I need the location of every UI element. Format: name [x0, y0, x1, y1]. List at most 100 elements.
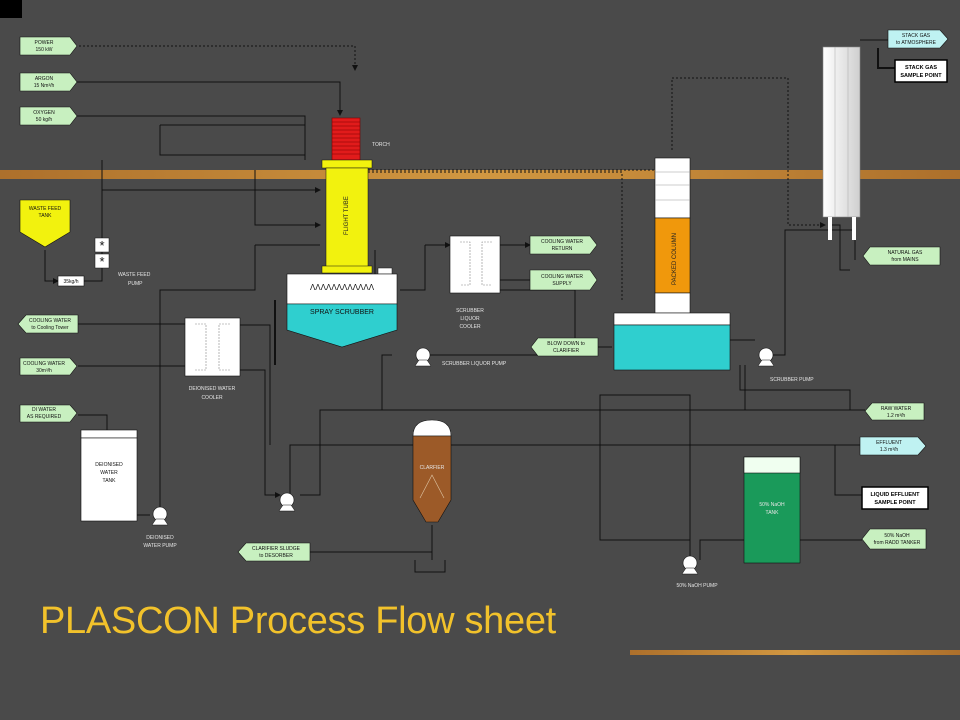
svg-text:CLARFIER: CLARFIER — [420, 465, 445, 471]
scrubber-liquor-pump: SCRUBBER LIQUOR PUMP — [414, 347, 507, 367]
input-cooling-water: COOLING WATER 30m³/h — [19, 357, 78, 376]
svg-text:OXYGEN: OXYGEN — [33, 110, 55, 116]
decorative-band-bottom — [630, 650, 960, 655]
output-cooling-water: COOLING WATER to Cooling Tower — [17, 314, 79, 334]
svg-text:NATURAL GAS: NATURAL GAS — [888, 250, 923, 256]
svg-text:50% NaOH: 50% NaOH — [759, 502, 785, 508]
svg-text:to ATMOSPHERE: to ATMOSPHERE — [896, 40, 937, 46]
svg-text:COOLER: COOLER — [459, 324, 481, 330]
torch: TORCH — [331, 117, 390, 161]
waste-feed-tank: WASTE FEED TANK — [19, 199, 71, 248]
corner-block — [0, 0, 22, 18]
output-effluent: EFFLUENT 1.3 m³/h — [859, 436, 927, 456]
svg-text:CLARIFIER SLUDGE: CLARIFIER SLUDGE — [252, 546, 301, 552]
deionised-water-cooler: DEIONISED WATER COOLER — [184, 317, 241, 401]
input-natural-gas: NATURAL GAS from MAINS — [862, 246, 941, 266]
svg-text:SCRUBBER PUMP: SCRUBBER PUMP — [770, 377, 814, 383]
decorative-band-top — [0, 170, 960, 179]
svg-text:LIQUOR: LIQUOR — [460, 316, 480, 322]
recycle-pump — [278, 492, 296, 512]
svg-text:150 kW: 150 kW — [36, 47, 53, 53]
svg-text:1.2 m³/h: 1.2 m³/h — [887, 413, 906, 419]
scrubber-liquor-cooler: SCRUBBER LIQUOR COOLER — [449, 235, 501, 330]
svg-text:to DESORBER: to DESORBER — [259, 553, 293, 559]
svg-text:ΛΛΛΛΛΛΛΛΛΛΛΛ: ΛΛΛΛΛΛΛΛΛΛΛΛ — [310, 283, 375, 292]
svg-text:SAMPLE POINT: SAMPLE POINT — [900, 73, 942, 79]
svg-text:to Cooling Tower: to Cooling Tower — [31, 325, 68, 331]
svg-text:WASTE FEED: WASTE FEED — [118, 272, 151, 278]
output-cooling-water-return: COOLING WATER RETURN — [529, 235, 598, 255]
packed-column: PACKED COLUMN — [613, 157, 731, 371]
naoh-pump: 50% NaOH PUMP — [676, 555, 718, 589]
waste-rate-box: 35kg/h — [57, 275, 85, 287]
svg-text:TORCH: TORCH — [372, 142, 390, 148]
svg-text:WATER PUMP: WATER PUMP — [143, 543, 177, 549]
clarifier: CLARFIER — [412, 419, 452, 523]
svg-text:CLARIFIER: CLARIFIER — [553, 348, 580, 354]
svg-text:WASTE FEED: WASTE FEED — [29, 206, 62, 212]
input-raw-water: RAW WATER 1.2 m³/h — [864, 402, 925, 421]
svg-text:50% NaOH: 50% NaOH — [884, 533, 910, 539]
output-blow-down: BLOW DOWN to CLARIFIER — [530, 337, 599, 357]
input-oxygen: OXYGEN 50 kg/h — [19, 106, 78, 126]
svg-text:TANK: TANK — [103, 478, 117, 484]
svg-text:RAW WATER: RAW WATER — [881, 406, 912, 412]
input-cooling-water-supply: COOLING WATER SUPPLY — [529, 269, 598, 291]
input-naoh-supply: 50% NaOH from RADD TANKER — [861, 528, 927, 550]
waste-feed-pump: * * WASTE FEED PUMP — [94, 237, 151, 287]
stack-gas-sample-point: STACK GAS SAMPLE POINT — [877, 48, 948, 83]
svg-text:DEIONISED: DEIONISED — [146, 535, 174, 541]
svg-text:COOLING WATER: COOLING WATER — [541, 274, 583, 280]
output-clarifier-sludge: CLARIFIER SLUDGE to DESORBER — [237, 542, 311, 562]
svg-text:STACK GAS: STACK GAS — [902, 33, 931, 39]
svg-text:EFFLUENT: EFFLUENT — [876, 440, 902, 446]
input-power: POWER 150 kW — [19, 36, 78, 56]
svg-text:PUMP: PUMP — [128, 281, 143, 287]
svg-text:15 Nm³/h: 15 Nm³/h — [34, 83, 55, 89]
svg-text:50% NaOH PUMP: 50% NaOH PUMP — [676, 583, 718, 589]
svg-text:PACKED COLUMN: PACKED COLUMN — [672, 233, 678, 285]
slide-title: PLASCON Process Flow sheet — [40, 600, 556, 642]
svg-text:SCRUBBER: SCRUBBER — [456, 308, 484, 314]
svg-text:COOLING WATER: COOLING WATER — [541, 239, 583, 245]
svg-text:*: * — [99, 238, 104, 253]
spray-scrubber: ΛΛΛΛΛΛΛΛΛΛΛΛ SPRAY SCRUBBER — [286, 267, 398, 348]
svg-text:from RADD TANKER: from RADD TANKER — [874, 540, 921, 546]
piping — [44, 45, 865, 573]
svg-text:35kg/h: 35kg/h — [63, 279, 78, 285]
deionised-water-pump: DEIONISED WATER PUMP — [143, 506, 177, 549]
svg-text:POWER: POWER — [35, 40, 54, 46]
svg-text:DI WATER: DI WATER — [32, 407, 56, 413]
svg-text:SAMPLE POINT: SAMPLE POINT — [874, 500, 916, 506]
liquid-effluent-sample-point: LIQUID EFFLUENT SAMPLE POINT — [861, 486, 929, 510]
svg-text:FLIGHT TUBE: FLIGHT TUBE — [344, 196, 350, 235]
flight-tube: FLIGHT TUBE — [321, 159, 373, 274]
svg-text:TANK: TANK — [766, 510, 780, 516]
output-stack-gas: STACK GAS to ATMOSPHERE — [887, 29, 949, 49]
svg-text:DEIONISED WATER: DEIONISED WATER — [189, 386, 236, 392]
svg-text:LIQUID EFFLUENT: LIQUID EFFLUENT — [871, 492, 921, 498]
scrubber-pump: SCRUBBER PUMP — [757, 347, 814, 383]
svg-text:STACK GAS: STACK GAS — [905, 65, 937, 71]
svg-text:COOLING WATER: COOLING WATER — [23, 361, 65, 367]
svg-text:SPRAY SCRUBBER: SPRAY SCRUBBER — [310, 309, 374, 316]
svg-text:*: * — [99, 254, 104, 269]
svg-text:AS REQUIRED: AS REQUIRED — [27, 414, 62, 420]
svg-text:50 kg/h: 50 kg/h — [36, 117, 53, 123]
svg-text:DEIONISED: DEIONISED — [95, 462, 123, 468]
svg-text:ARGON: ARGON — [35, 76, 54, 82]
stack — [822, 46, 861, 240]
svg-text:BLOW DOWN to: BLOW DOWN to — [547, 341, 585, 347]
input-di-water: DI WATER AS REQUIRED — [19, 404, 78, 423]
naoh-tank: 50% NaOH TANK — [743, 456, 801, 564]
svg-text:SUPPLY: SUPPLY — [552, 281, 572, 287]
svg-text:RETURN: RETURN — [552, 246, 573, 252]
deionised-water-tank: DEIONISED WATER TANK — [80, 429, 138, 522]
svg-text:SCRUBBER LIQUOR PUMP: SCRUBBER LIQUOR PUMP — [442, 361, 507, 367]
svg-text:from MAINS: from MAINS — [891, 257, 919, 263]
svg-text:30m³/h: 30m³/h — [36, 368, 52, 374]
svg-text:TANK: TANK — [39, 213, 53, 219]
svg-text:COOLING WATER: COOLING WATER — [29, 318, 71, 324]
svg-text:1.3 m³/h: 1.3 m³/h — [880, 447, 899, 453]
